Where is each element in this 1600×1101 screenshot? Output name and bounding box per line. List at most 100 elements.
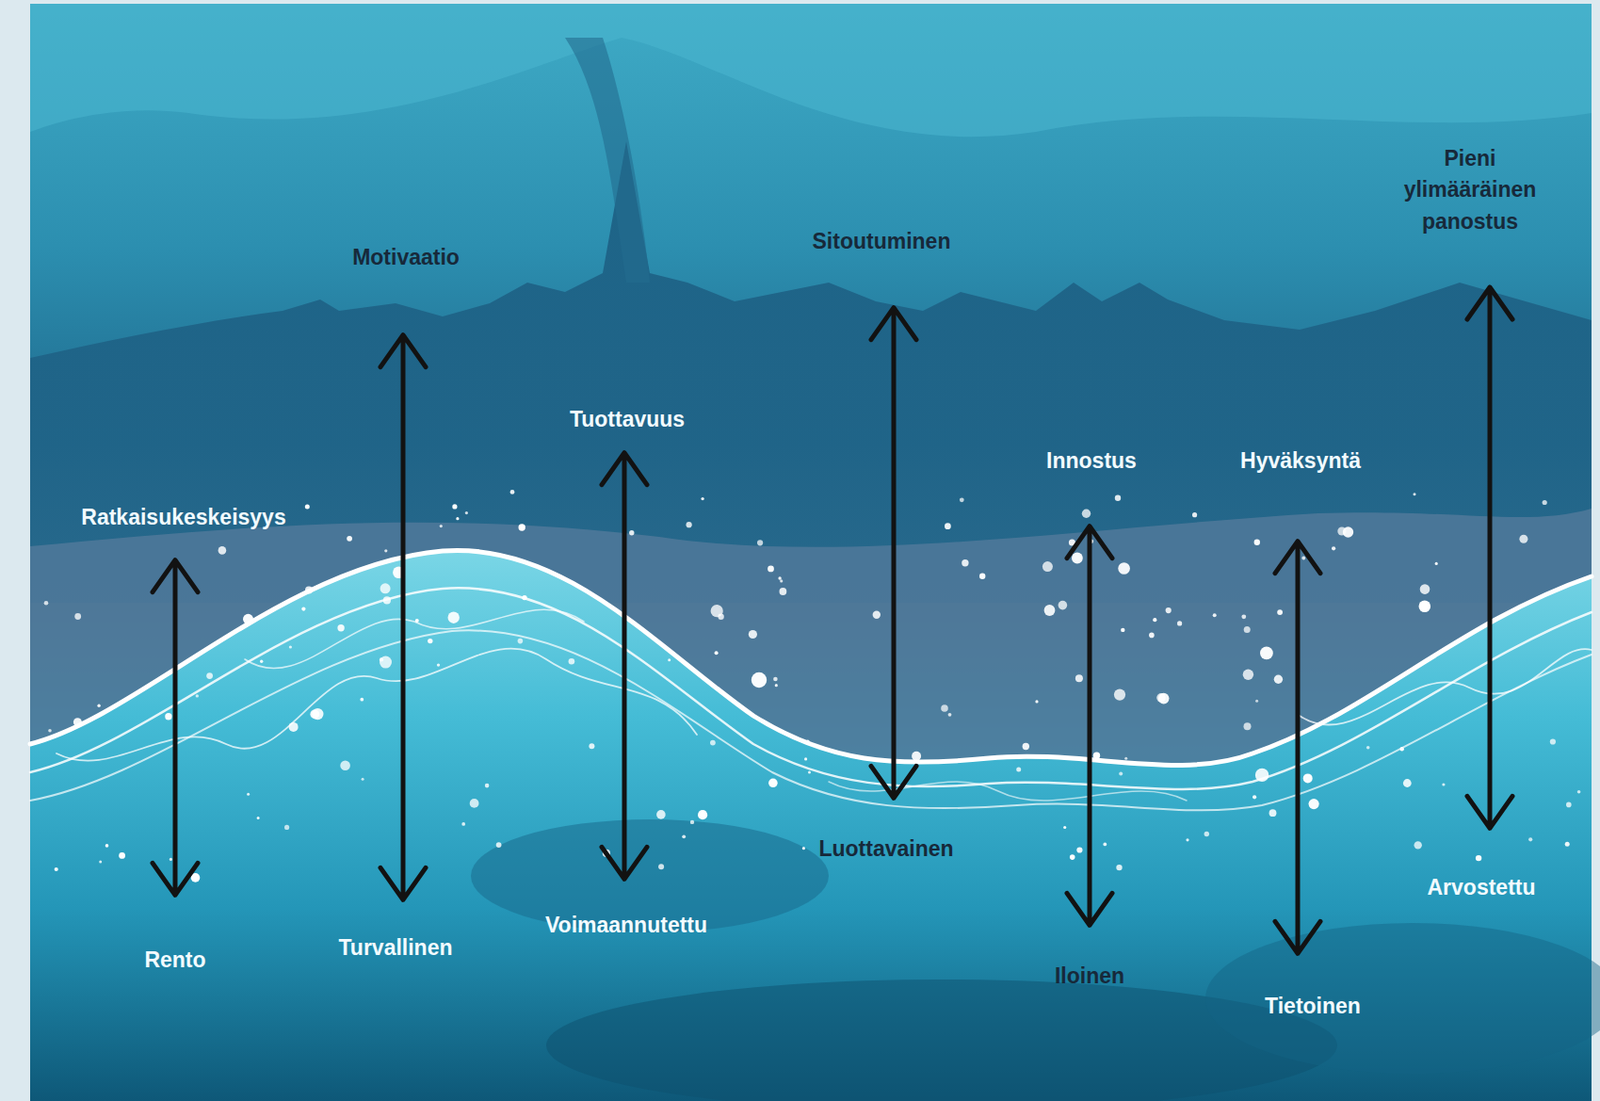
spray-dot: [806, 739, 810, 744]
spray-dot: [1542, 500, 1548, 505]
label-text: Tuottavuus: [569, 404, 685, 436]
spray-dot: [98, 860, 102, 864]
double-arrow: [871, 307, 917, 799]
spray-dot: [1255, 768, 1269, 782]
word-label: Arvostettu: [1426, 872, 1536, 904]
spray-dot: [710, 740, 716, 746]
spray-dot: [711, 604, 724, 617]
spray-dot: [427, 638, 433, 644]
spray-dot: [1331, 546, 1336, 550]
double-arrow: [1467, 287, 1513, 828]
spray-dot: [681, 834, 686, 839]
spray-dot: [1212, 613, 1217, 617]
label-text: Pieni ylimääräinen panostus: [1389, 143, 1551, 238]
spray-dot: [1435, 562, 1439, 566]
double-arrow: [380, 335, 426, 901]
spray-dot: [1420, 583, 1431, 595]
spray-dot: [1058, 600, 1068, 611]
spray-dot: [804, 757, 808, 760]
spray-dot: [1244, 626, 1251, 633]
spray-dot: [1115, 495, 1121, 502]
spray-dot: [359, 697, 364, 702]
spray-dot: [1414, 840, 1423, 849]
spray-dot: [1400, 746, 1405, 751]
double-arrow: [1066, 526, 1113, 926]
spray-dot: [1278, 563, 1282, 566]
word-label: Tuottavuus: [569, 404, 685, 436]
label-text: Motivaatio: [352, 242, 460, 274]
label-text: Luottavainen: [818, 833, 954, 865]
word-label: Voimaannutettu: [545, 909, 708, 941]
spray-dot: [521, 595, 527, 600]
spray-dot: [1117, 562, 1131, 575]
spray-dot: [379, 657, 384, 662]
spray-dot: [484, 783, 490, 789]
spray-dot: [1034, 699, 1038, 703]
spray-dot: [337, 624, 344, 631]
label-text: Rento: [144, 944, 206, 976]
spray-dot: [1165, 607, 1172, 614]
spray-dot: [714, 650, 719, 655]
word-label: Motivaatio: [352, 242, 460, 274]
spray-dot: [1071, 552, 1083, 565]
spray-dot: [289, 645, 292, 648]
label-text: Tietoinen: [1264, 990, 1361, 1022]
spray-dot: [305, 586, 313, 595]
spray-dot: [1082, 509, 1091, 518]
spray-dot: [748, 630, 758, 639]
word-label: Iloinen: [1054, 960, 1125, 992]
spray-dot: [169, 857, 173, 861]
spray-dot: [1301, 556, 1306, 561]
spray-dot: [697, 809, 708, 820]
spray-dot: [284, 824, 290, 830]
spray-dot: [779, 579, 783, 582]
spray-dot: [979, 573, 986, 580]
spray-dot: [802, 846, 806, 850]
spray-dot: [1148, 632, 1155, 639]
spray-dot: [1269, 808, 1277, 817]
spray-dot: [1022, 743, 1030, 750]
spray-dot: [218, 546, 227, 555]
spray-dot: [305, 504, 310, 510]
spray-dot: [1089, 539, 1095, 545]
spray-dot: [1204, 831, 1210, 837]
spray-dot: [461, 822, 466, 826]
spray-dot: [1274, 675, 1283, 684]
spray-dot: [1185, 838, 1189, 841]
label-text: Iloinen: [1054, 960, 1125, 992]
spray-dot: [872, 611, 881, 619]
spray-dot: [1076, 846, 1083, 853]
spray-dot: [309, 709, 320, 719]
spray-dot: [1252, 794, 1257, 799]
spray-dot: [1577, 790, 1582, 794]
spray-dot: [1528, 837, 1533, 841]
spray-dot: [1244, 722, 1252, 730]
spray-dot: [465, 511, 469, 515]
word-label: Hyväksyntä: [1240, 445, 1361, 477]
spray-dot: [1441, 782, 1445, 786]
spray-dot: [700, 497, 704, 501]
label-text: Hyväksyntä: [1240, 445, 1361, 477]
spray-dot: [777, 576, 781, 580]
spray-dot: [948, 712, 953, 717]
spray-dot: [1158, 693, 1170, 705]
spray-dot: [1243, 669, 1254, 680]
spray-dot: [1255, 699, 1259, 703]
spray-dot: [667, 658, 671, 662]
spray-dot: [1063, 825, 1067, 829]
spray-dot: [1419, 600, 1432, 614]
spray-dot: [1192, 512, 1197, 518]
spray-dot: [379, 656, 392, 669]
spray-dot: [1124, 757, 1128, 760]
spray-dot: [775, 683, 778, 687]
word-label: Innostus: [1046, 445, 1137, 477]
spray-dot: [961, 559, 969, 566]
spray-dot: [301, 607, 306, 612]
spray-dot: [246, 792, 250, 796]
spray-dot: [1042, 561, 1053, 572]
double-arrow: [1275, 541, 1321, 954]
spray-dot: [656, 809, 666, 820]
word-label: Luottavainen: [818, 833, 954, 865]
